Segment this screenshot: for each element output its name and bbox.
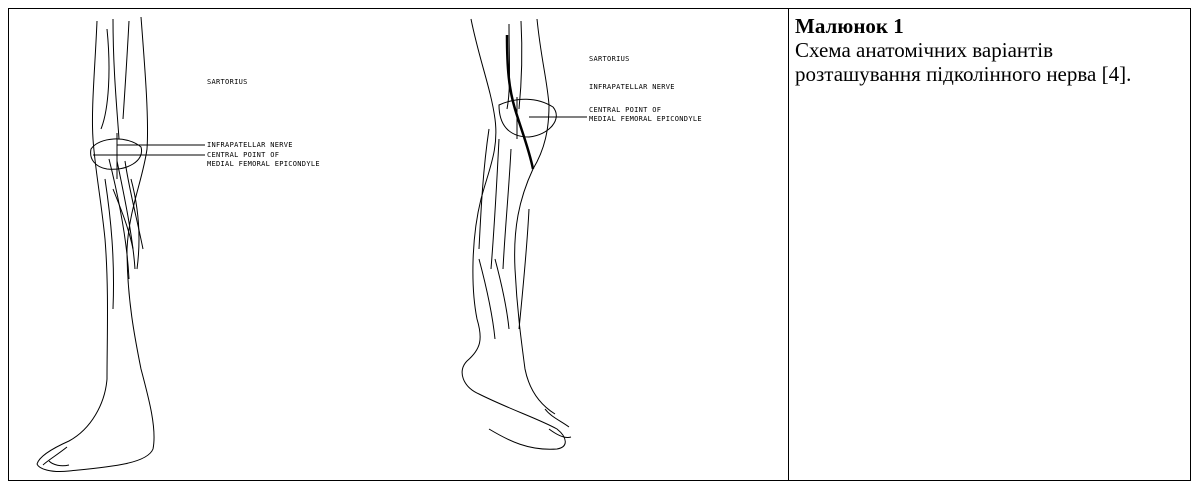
right-sartorius-label: SARTORIUS xyxy=(589,55,630,63)
right-leg-outline xyxy=(462,19,565,449)
caption-cell: Малюнок 1 Схема анатомічних варіантів ро… xyxy=(789,9,1190,480)
left-central-point-label-1: CENTRAL POINT OF xyxy=(207,151,279,159)
left-sartorius-label: SARTORIUS xyxy=(207,78,248,86)
figure-caption-body: Схема анатомічних варіантів розташування… xyxy=(795,38,1184,86)
left-infrapatellar-label: INFRAPATELLAR NERVE xyxy=(207,141,293,149)
left-central-point-label-2: MEDIAL FEMORAL EPICONDYLE xyxy=(207,160,320,168)
figure-image-cell: SARTORIUS INFRAPATELLAR NERVE CENTRAL PO… xyxy=(9,9,789,480)
figure-table: SARTORIUS INFRAPATELLAR NERVE CENTRAL PO… xyxy=(8,8,1191,481)
leg-anatomy-illustration: SARTORIUS INFRAPATELLAR NERVE CENTRAL PO… xyxy=(9,9,789,480)
right-central-point-label-1: CENTRAL POINT OF xyxy=(589,106,661,114)
right-infrapatellar-label: INFRAPATELLAR NERVE xyxy=(589,83,675,91)
left-leg-outline xyxy=(37,21,108,464)
figure-caption-title: Малюнок 1 xyxy=(795,14,1184,38)
right-central-point-label-2: MEDIAL FEMORAL EPICONDYLE xyxy=(589,115,702,123)
